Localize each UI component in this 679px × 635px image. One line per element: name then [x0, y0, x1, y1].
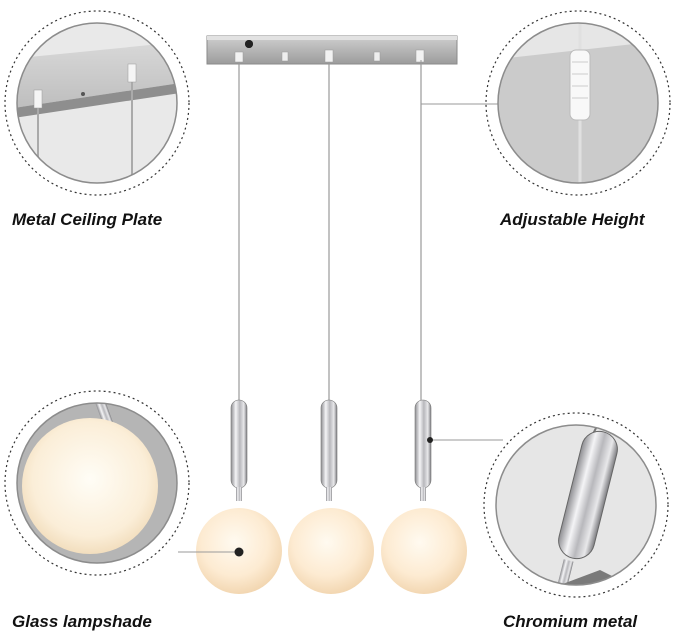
pendant-left	[196, 399, 282, 594]
suspension-cables	[238, 62, 422, 400]
callout-dot-plate	[245, 40, 253, 48]
pendant-right	[381, 399, 467, 594]
detail-glass-lampshade	[4, 390, 190, 576]
label-adjustable-height: Adjustable Height	[500, 210, 645, 229]
label-glass-lampshade: Glass lampshade	[12, 612, 152, 631]
callout-dot-glass	[234, 547, 244, 557]
callout-dot-chrome	[427, 437, 433, 443]
detail-ceiling-plate	[4, 10, 190, 196]
label-chromium-metal: Chromium metal	[503, 612, 638, 631]
detail-adjustable-height	[485, 10, 671, 196]
callout-lines	[178, 60, 503, 553]
label-metal-ceiling-plate: Metal Ceiling Plate	[12, 210, 163, 229]
pendant-center	[288, 399, 374, 594]
ceiling-plate	[206, 35, 458, 65]
detail-chromium-metal	[483, 412, 669, 598]
